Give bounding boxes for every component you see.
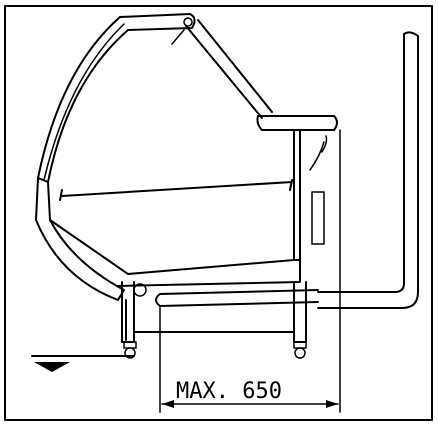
caster-wheel-front [123, 341, 137, 359]
front-bumper [35, 177, 125, 301]
display-case [35, 13, 338, 307]
caster-wheel-rear [293, 341, 307, 359]
hinge-pivot [183, 17, 193, 27]
drain-pipe [155, 289, 319, 307]
max-dimension: MAX. 650 [159, 129, 341, 413]
curved-glass-front [37, 16, 129, 183]
display-deck [59, 179, 293, 201]
rear-cover-panel [185, 19, 273, 119]
wall-profile [317, 31, 419, 309]
top-canopy [119, 13, 196, 31]
compressor-box [311, 191, 325, 245]
top-serving-shelf [256, 115, 338, 131]
floor-level-marker [31, 355, 135, 372]
drawing-frame [4, 5, 433, 421]
dimension-label: MAX. 650 [176, 379, 282, 404]
case-base [49, 219, 301, 287]
